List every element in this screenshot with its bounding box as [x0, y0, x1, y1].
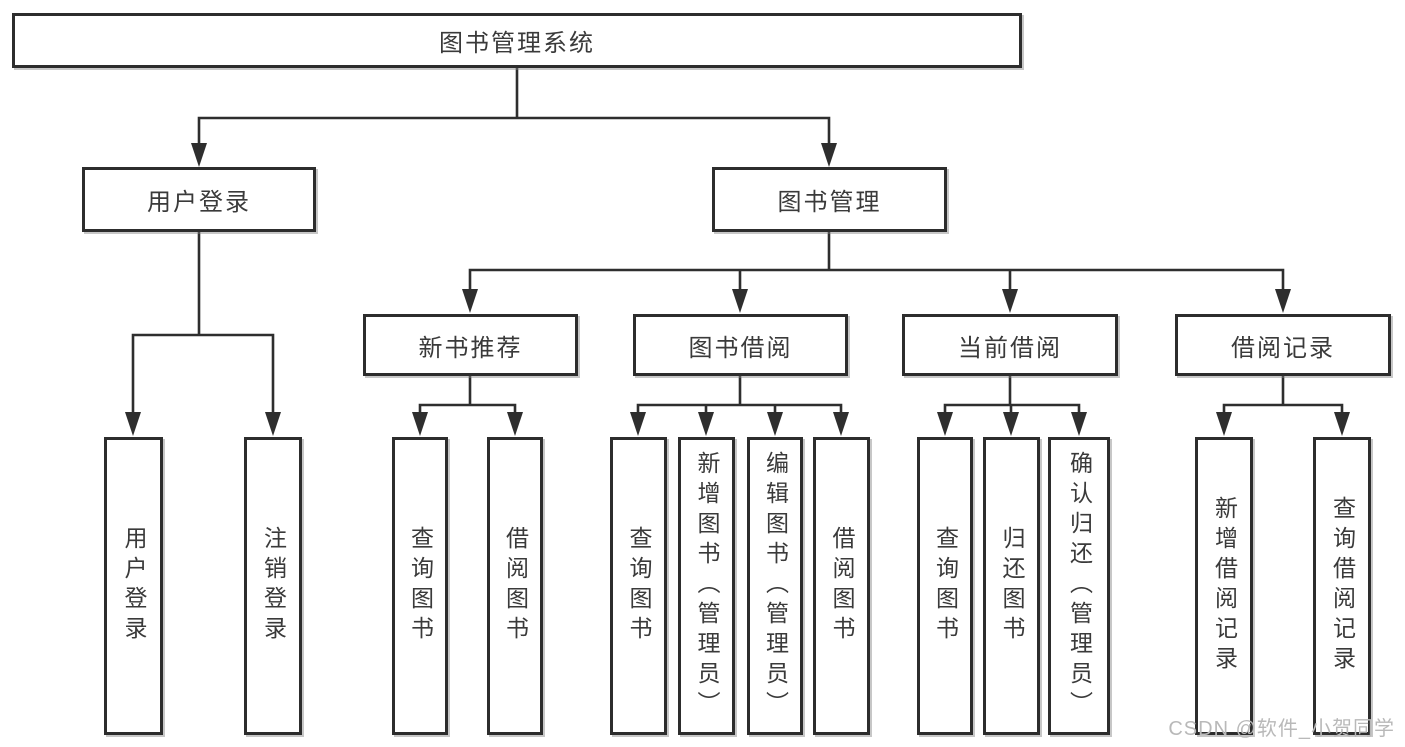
- connector-from-root: [197, 66, 831, 151]
- node-book-borrow: 图书借阅: [633, 314, 848, 376]
- node-label-records-add-record: 新增借阅记录: [1211, 496, 1238, 676]
- node-label-current-confirm-return: 确认归还（管理员）: [1066, 451, 1093, 721]
- arrowhead-icon: [1071, 412, 1087, 436]
- arrowhead-icon: [937, 412, 953, 436]
- connector-from-current-borrow: [943, 374, 1081, 420]
- node-current-borrow: 当前借阅: [902, 314, 1118, 376]
- connector-from-book-management: [468, 230, 1285, 297]
- node-recommend-borrow-books: 借阅图书: [487, 437, 543, 735]
- node-label-current-query-books: 查询图书: [932, 526, 959, 646]
- node-label-recommend-borrow-books: 借阅图书: [502, 526, 529, 646]
- arrowhead-icon: [1216, 412, 1232, 436]
- arrowhead-icon: [412, 412, 428, 436]
- node-label-borrow-records: 借阅记录: [1231, 334, 1335, 362]
- node-records-add-record: 新增借阅记录: [1195, 437, 1253, 735]
- node-label-current-return-books: 归还图书: [999, 526, 1025, 646]
- node-label-book-management: 图书管理: [777, 189, 882, 216]
- node-label-current-borrow: 当前借阅: [958, 334, 1062, 362]
- node-borrow-query-books: 查询图书: [610, 437, 667, 735]
- arrowhead-icon: [1002, 289, 1018, 313]
- arrowhead-icon: [191, 143, 207, 167]
- arrowhead-icon: [507, 412, 523, 436]
- arrowhead-icon: [125, 412, 141, 436]
- node-user-login: 用户登录: [104, 437, 163, 735]
- node-recommend-query-books: 查询图书: [392, 437, 448, 735]
- csdn-watermark: CSDN @软件_小贺同学: [1168, 718, 1395, 740]
- arrowhead-icon: [732, 289, 748, 313]
- node-label-records-query-record: 查询借阅记录: [1329, 496, 1356, 676]
- node-label-root: 图书管理系统: [439, 30, 595, 57]
- node-borrow-records: 借阅记录: [1175, 314, 1391, 376]
- arrowhead-icon: [1334, 412, 1350, 436]
- arrowhead-icon: [265, 412, 281, 436]
- node-label-user-login-module: 用户登录: [147, 189, 251, 216]
- node-borrow-borrow-books: 借阅图书: [813, 437, 870, 735]
- arrowhead-icon: [698, 412, 714, 436]
- arrowhead-icon: [1003, 412, 1019, 436]
- arrowhead-icon: [833, 412, 849, 436]
- arrowhead-icon: [1275, 289, 1291, 313]
- node-logout: 注销登录: [244, 437, 302, 735]
- node-label-recommend-query-books: 查询图书: [407, 526, 434, 646]
- node-label-borrow-borrow-books: 借阅图书: [829, 526, 855, 646]
- node-label-borrow-edit-books: 编辑图书（管理员）: [762, 451, 789, 721]
- node-borrow-edit-books: 编辑图书（管理员）: [747, 437, 803, 735]
- node-label-user-login: 用户登录: [121, 526, 147, 646]
- node-current-confirm-return: 确认归还（管理员）: [1048, 437, 1110, 735]
- arrowhead-icon: [767, 412, 783, 436]
- node-current-return-books: 归还图书: [983, 437, 1040, 735]
- node-label-borrow-query-books: 查询图书: [626, 526, 652, 646]
- arrowhead-icon: [462, 289, 478, 313]
- node-root: 图书管理系统: [12, 13, 1022, 68]
- node-label-borrow-add-books: 新增图书（管理员）: [694, 451, 720, 721]
- arrowhead-icon: [821, 143, 837, 167]
- node-label-book-borrow: 图书借阅: [688, 334, 793, 362]
- node-user-login-module: 用户登录: [82, 167, 316, 232]
- node-book-management: 图书管理: [712, 167, 947, 232]
- connector-from-new-book-recommend: [418, 374, 517, 420]
- connector-from-user-login-module: [131, 230, 275, 420]
- node-label-logout: 注销登录: [260, 526, 287, 646]
- node-borrow-add-books: 新增图书（管理员）: [678, 437, 735, 735]
- node-new-book-recommend: 新书推荐: [363, 314, 578, 376]
- arrowhead-icon: [630, 412, 646, 436]
- node-current-query-books: 查询图书: [917, 437, 973, 735]
- node-records-query-record: 查询借阅记录: [1313, 437, 1371, 735]
- connector-from-book-borrow: [636, 374, 843, 420]
- connector-from-borrow-records: [1222, 374, 1344, 420]
- node-label-new-book-recommend: 新书推荐: [418, 334, 523, 362]
